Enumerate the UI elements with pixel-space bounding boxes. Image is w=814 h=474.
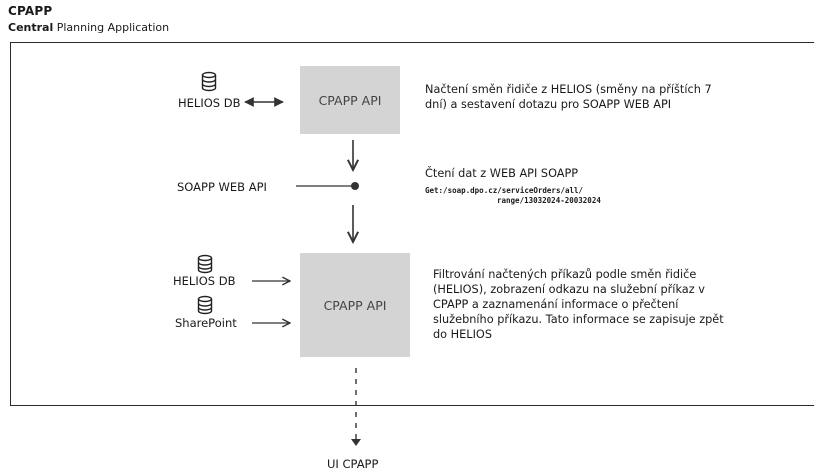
app-title: CPAPP	[8, 4, 53, 18]
step3-description-line3: CPAPP a zaznamenání informace o přečtení	[433, 298, 679, 311]
cpapp-api-box-2: CPAPP API	[300, 253, 410, 357]
database-icon-step1	[201, 71, 217, 92]
step3-description: Filtrování načtených příkazů podle směn …	[433, 267, 724, 342]
subtitle-bold: Central	[8, 21, 54, 34]
diagram-frame	[10, 42, 814, 406]
step1-description-line2: dní) a sestavení dotazu pro SOAPP WEB AP…	[425, 98, 672, 111]
sharepoint-label: SharePoint	[175, 316, 237, 330]
cpapp-api-label-1: CPAPP API	[318, 92, 382, 108]
step2-request-line1: Get:/soap.dpo.cz/serviceOrders/all/	[425, 186, 584, 195]
subtitle-rest: Planning Application	[53, 21, 170, 34]
step3-description-line5: do HELIOS	[433, 328, 492, 341]
helios-db-label-2: HELIOS DB	[173, 274, 236, 288]
step3-description-line1: Filtrování načtených příkazů podle směn …	[433, 268, 697, 281]
step3-description-line4: služebního příkazu. Tato informace se za…	[433, 313, 724, 326]
helios-db-label-1: HELIOS DB	[178, 96, 241, 110]
ui-cpapp-label: UI CPAPP	[327, 457, 379, 471]
cpapp-api-label-2: CPAPP API	[323, 297, 387, 313]
step3-description-line2: (HELIOS), zobrazení odkazu na služební p…	[433, 283, 705, 296]
output-arrowhead	[351, 439, 361, 446]
step2-description: Čtení dat z WEB API SOAPP	[425, 167, 579, 180]
database-icon-helios	[197, 254, 213, 274]
step2-request-line2: range/13032024-20032024	[497, 196, 601, 205]
step1-description: Načtení směn řidiče z HELIOS (směny na p…	[425, 82, 712, 112]
app-subtitle: Central Planning Application	[8, 21, 169, 34]
soapp-connector-dot	[351, 182, 359, 190]
soapp-web-api-label: SOAPP WEB API	[177, 180, 267, 194]
cpapp-api-box-1: CPAPP API	[300, 66, 400, 134]
step1-description-line1: Načtení směn řidiče z HELIOS (směny na p…	[425, 83, 712, 96]
database-icon-sharepoint	[197, 295, 213, 315]
